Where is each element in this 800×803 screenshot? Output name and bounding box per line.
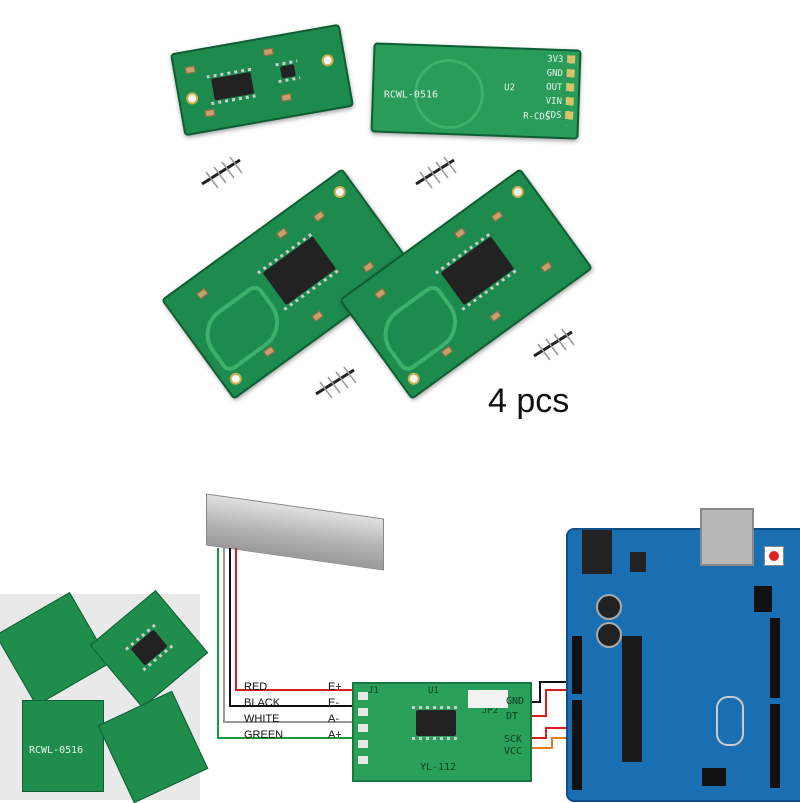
terminal-label-eplus: E+ [328,681,342,693]
regulator [630,552,646,572]
header-right-bottom [770,704,780,788]
quantity-caption: 4 pcs [488,382,570,420]
wire-label-black: BLACK [244,697,281,709]
header-left-top [572,636,582,694]
wire-red [235,548,368,691]
icsp-header-2 [754,586,772,612]
icsp-header [702,768,726,786]
wire-black [229,548,368,707]
crystal [716,696,744,746]
pin-header-4 [533,328,575,361]
capacitor-2 [596,622,622,648]
wire-sck [522,727,580,739]
header-right-top [770,618,780,698]
wire-white [223,548,368,723]
terminal-label-aminus: A- [328,713,339,725]
hx711-pin-vcc: VCC [504,746,523,757]
hx711-board: J1 U1 JP2 GND DT SCK VCC YL-112 [352,682,532,782]
power-jack [582,530,612,574]
atmega-chip [622,636,642,762]
wire-green [217,548,368,739]
hx711-jp2-label: JP2 [482,706,499,716]
capacitor-1 [596,594,622,620]
pin-header-1 [201,156,243,189]
hx711-chip [412,706,460,740]
hx711-pin-gnd: GND [506,696,525,707]
hx711-j1-label: J1 [368,686,379,696]
wire-label-white: WHITE [244,713,280,725]
reset-button [764,546,784,566]
wire-label-green: GREEN [244,729,284,741]
wire-dt [522,689,580,717]
hx711-pin-sck: SCK [504,734,523,745]
header-left-bottom [572,700,582,790]
hx711-pin-dt: DT [506,711,519,722]
hx711-name-label: YL-112 [420,762,457,773]
thumb-model-label: RCWL-0516 [29,745,84,756]
pin-header-3 [315,366,357,399]
pin-header-2 [415,156,457,189]
terminal-label-eminus: E- [328,697,339,709]
usb-port [700,508,754,566]
thumbnail-collage: RCWL-0516 [0,589,209,803]
terminal-label-aplus: A+ [328,729,342,741]
thumb-3: RCWL-0516 [22,700,104,792]
wire-label-red: RED [244,681,268,693]
hx711-u1-label: U1 [428,686,439,696]
